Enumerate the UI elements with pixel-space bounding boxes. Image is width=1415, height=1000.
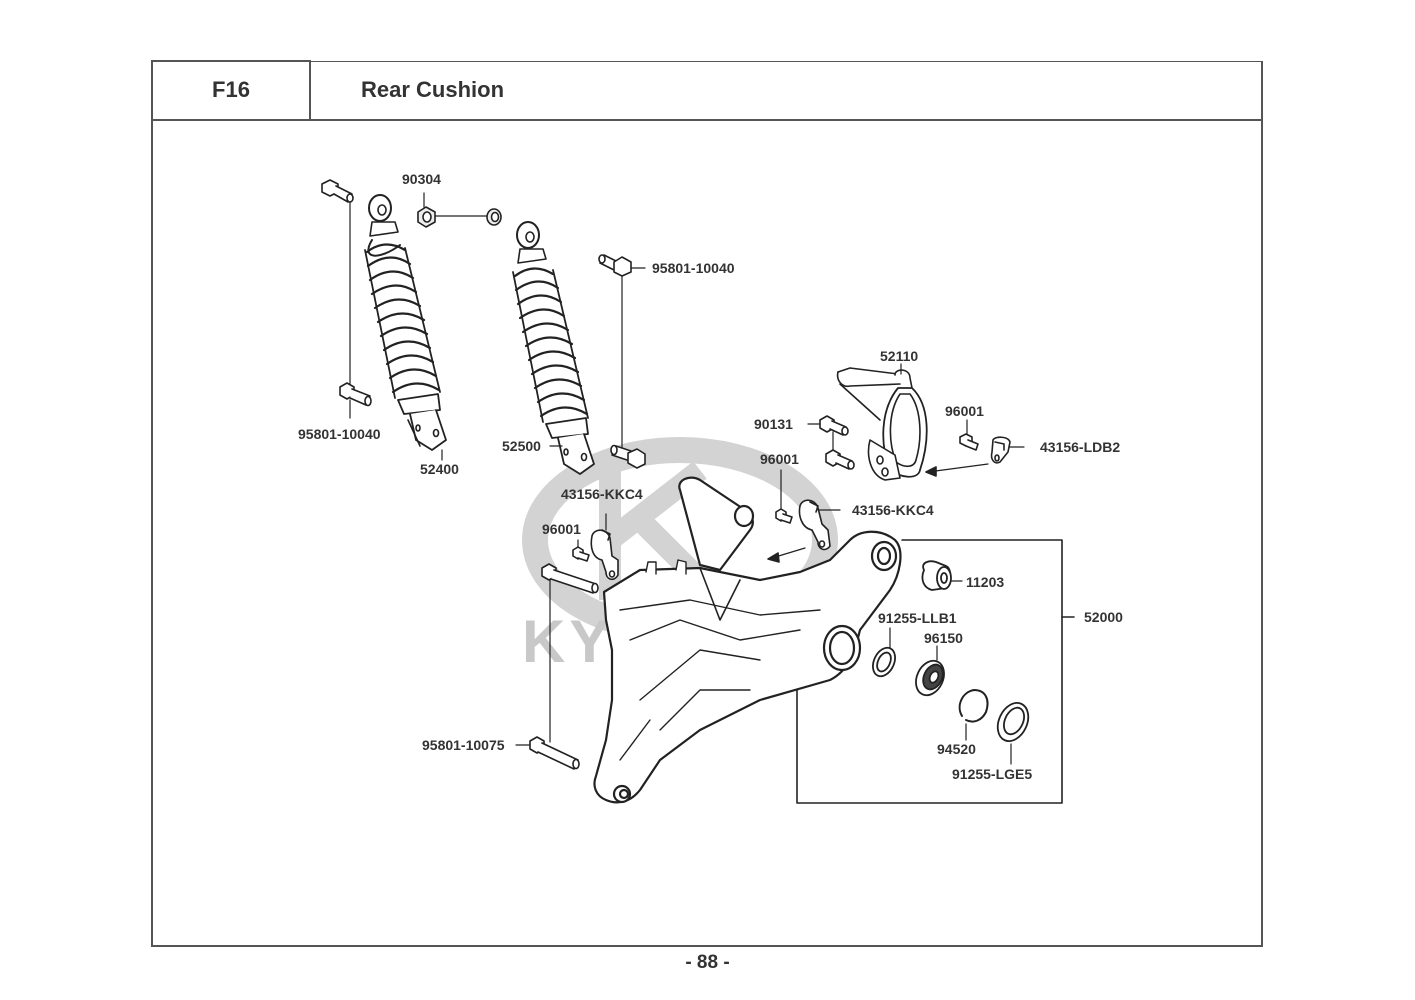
header-divider xyxy=(151,119,1263,121)
part-label-96001-a: 96001 xyxy=(945,403,984,419)
bolt-95801-10075-lower xyxy=(529,736,580,770)
arrow-head xyxy=(767,552,780,563)
part-label-96001-c: 96001 xyxy=(542,521,581,537)
part-label-96001-b: 96001 xyxy=(760,451,799,467)
bolt-96001-b xyxy=(775,508,793,524)
part-label-95801-10040-top-right: 95801-10040 xyxy=(652,260,735,276)
part-label-91255-LLB1: 91255-LLB1 xyxy=(878,610,957,626)
part-label-52000: 52000 xyxy=(1084,609,1123,625)
clamp-43156-LDB2 xyxy=(990,436,1011,464)
part-label-43156-KKC4-right: 43156-KKC4 xyxy=(852,502,934,518)
part-label-91255-LGE5: 91255-LGE5 xyxy=(952,766,1033,782)
diagram-frame xyxy=(151,60,1263,947)
assembly-bracket xyxy=(796,539,1063,804)
part-label-90304: 90304 xyxy=(402,171,441,187)
bolt-96001-a xyxy=(959,433,979,451)
bolt-lower-right xyxy=(610,444,646,469)
header-mask xyxy=(311,58,1265,61)
part-label-95801-10040-left: 95801-10040 xyxy=(298,426,381,442)
arrow-line xyxy=(927,463,989,473)
bolts-90131 xyxy=(819,415,855,470)
section-code: F16 xyxy=(212,77,250,102)
page-number: - 88 - xyxy=(685,952,730,973)
clamp-43156-KKC4-right xyxy=(798,499,831,551)
bushing-11203 xyxy=(921,560,952,591)
section-code-cell xyxy=(151,60,311,121)
bolt-96001-c xyxy=(572,546,590,562)
nut-90304 xyxy=(417,206,436,228)
part-label-52110: 52110 xyxy=(880,348,919,364)
bolt-95801-10040-top-left xyxy=(321,179,354,203)
part-label-43156-LDB2: 43156-LDB2 xyxy=(1040,439,1121,455)
circlip-94520 xyxy=(958,689,989,723)
bolt-95801-10075-upper xyxy=(541,563,599,594)
shock-absorber-52400 xyxy=(364,194,447,451)
part-label-90131: 90131 xyxy=(754,416,793,432)
bearing-96150 xyxy=(915,659,945,697)
clamp-43156-KKC4-left xyxy=(590,529,619,581)
part-label-11203: 11203 xyxy=(966,574,1005,590)
part-label-94520: 94520 xyxy=(937,741,976,757)
swingarm-52000 xyxy=(593,476,902,804)
part-label-96150: 96150 xyxy=(924,630,963,646)
oil-seal-91255-LLB1 xyxy=(872,646,896,678)
section-title: Rear Cushion xyxy=(361,77,505,102)
part-label-95801-10075: 95801-10075 xyxy=(422,737,505,753)
part-label-52400: 52400 xyxy=(420,461,459,477)
shock-absorber-52500 xyxy=(512,221,595,475)
collar-90304 xyxy=(486,208,502,226)
part-label-43156-KKC4-left: 43156-KKC4 xyxy=(561,486,643,502)
bracket-52110 xyxy=(836,367,928,481)
oil-seal-91255-LGE5 xyxy=(996,702,1030,742)
bolt-95801-10040-top-right xyxy=(598,254,632,277)
arrow-head xyxy=(925,466,937,477)
part-label-52500: 52500 xyxy=(502,438,541,454)
bolt-95801-10040-mid-left xyxy=(339,382,372,407)
